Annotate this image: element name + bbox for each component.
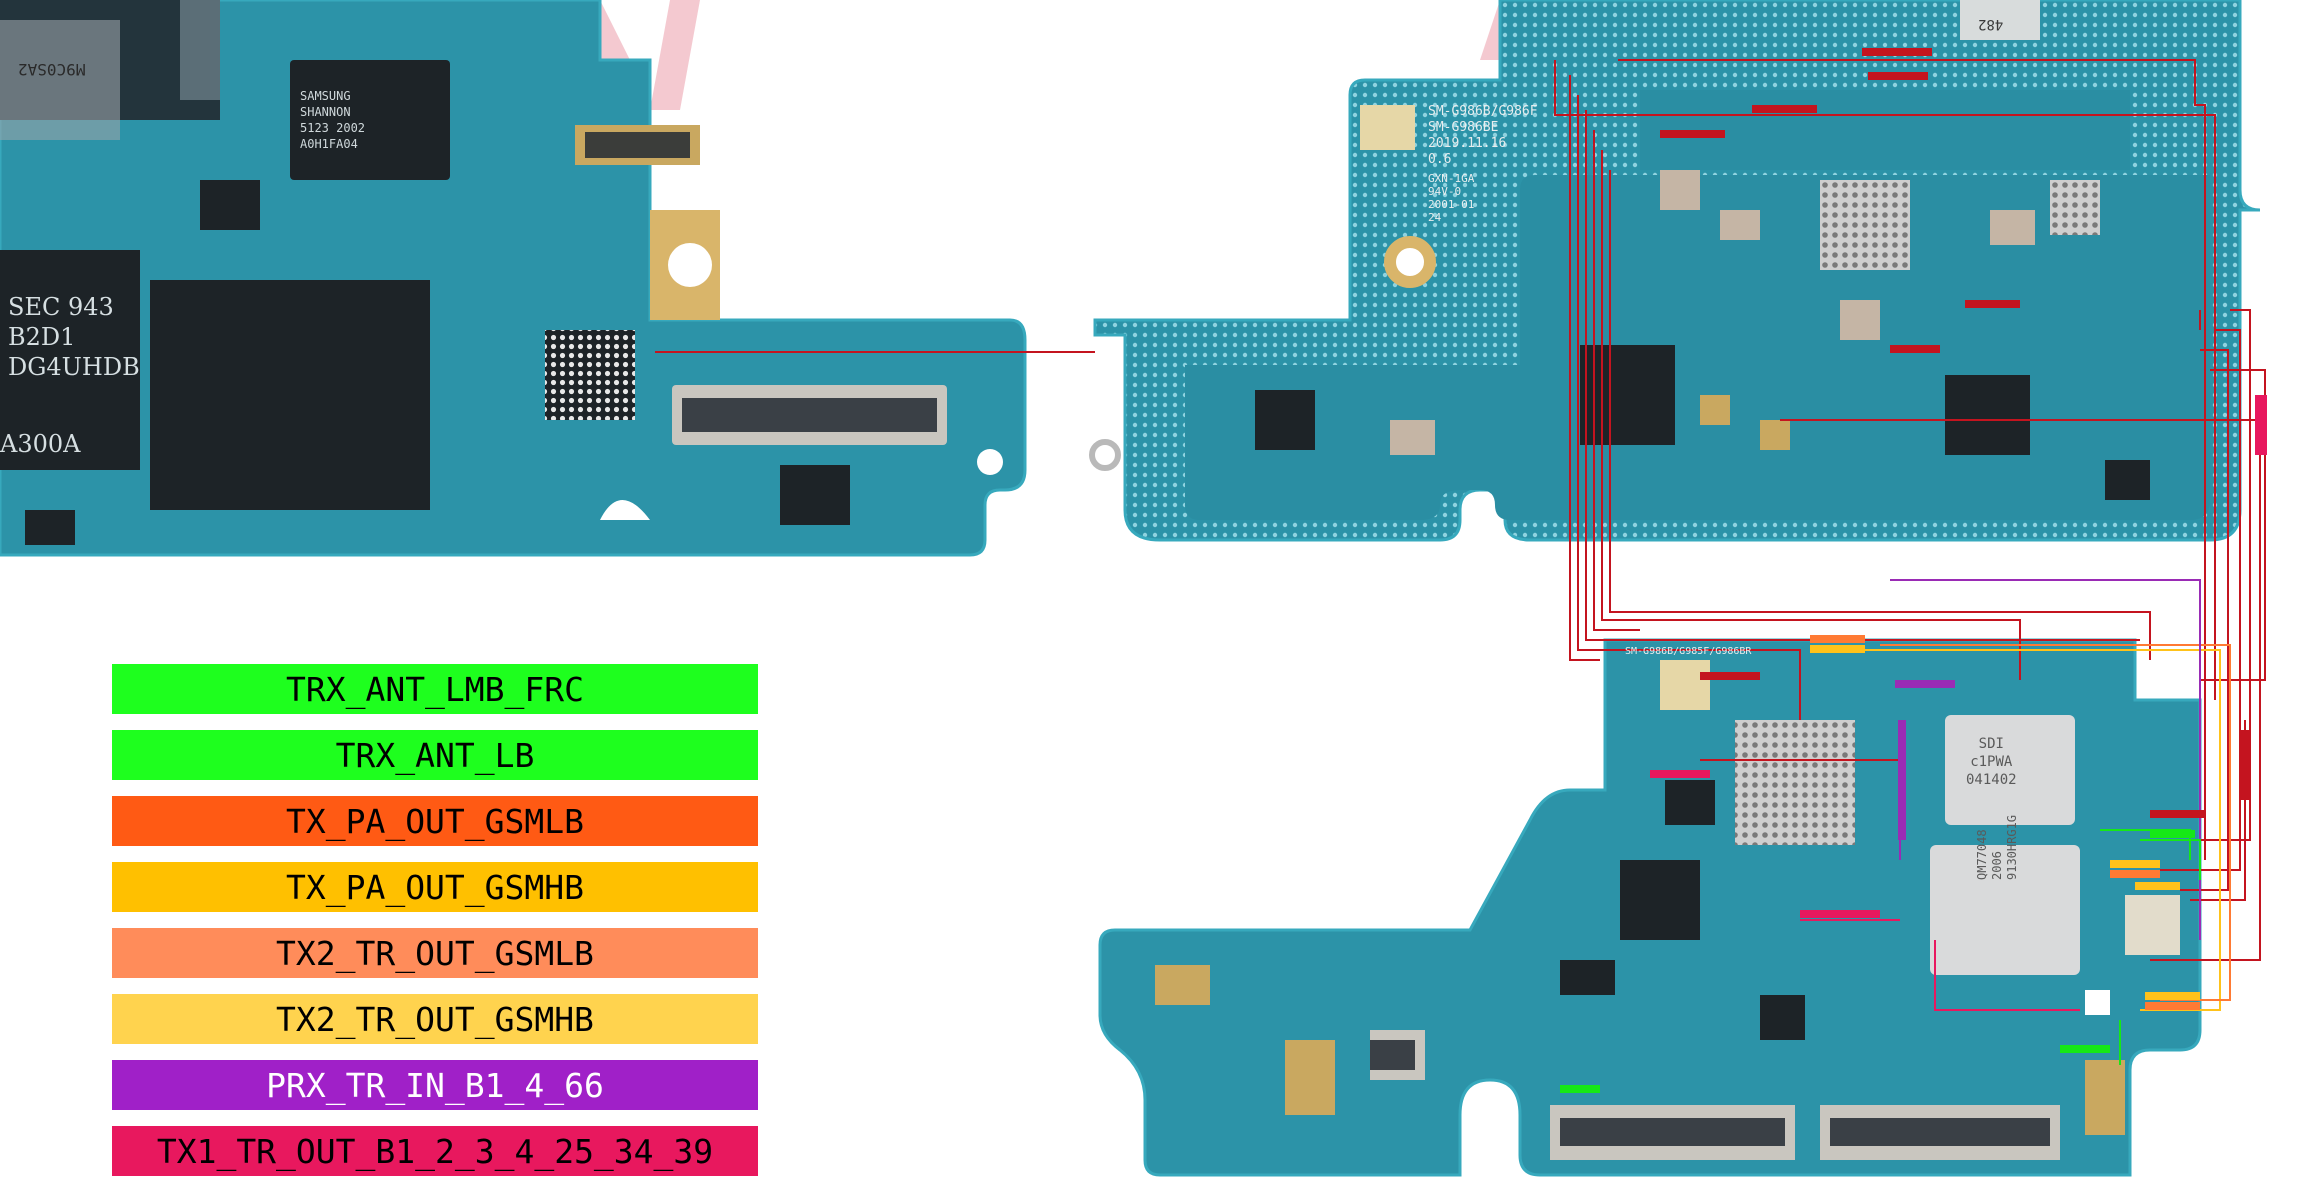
legend-item: TX2_TR_OUT_GSMHB bbox=[112, 994, 758, 1044]
legend-item: TRX_ANT_LB bbox=[112, 730, 758, 780]
legend-label: TX2_TR_OUT_GSMLB bbox=[276, 933, 594, 973]
signal-legend: TRX_ANT_LMB_FRC TRX_ANT_LB TX_PA_OUT_GSM… bbox=[112, 664, 758, 1192]
legend-item: TX_PA_OUT_GSMHB bbox=[112, 862, 758, 912]
board-top-right bbox=[1089, 0, 2261, 542]
board-bottom-right bbox=[1098, 638, 2202, 1177]
board-top-left bbox=[0, 0, 1027, 557]
legend-item: PRX_TR_IN_B1_4_66 bbox=[112, 1060, 758, 1110]
legend-item: TX2_TR_OUT_GSMLB bbox=[112, 928, 758, 978]
legend-item: TX1_TR_OUT_B1_2_3_4_25_34_39 bbox=[112, 1126, 758, 1176]
net-label-tags bbox=[1560, 48, 2267, 1093]
signal-traces bbox=[1554, 59, 2266, 1065]
legend-label: TRX_ANT_LMB_FRC bbox=[285, 669, 584, 709]
legend-label: TRX_ANT_LB bbox=[335, 735, 535, 775]
legend-label: TX2_TR_OUT_GSMHB bbox=[276, 999, 594, 1039]
legend-label: TX_PA_OUT_GSMLB bbox=[285, 801, 584, 841]
legend-item: TRX_ANT_LMB_FRC bbox=[112, 664, 758, 714]
legend-item: TX_PA_OUT_GSMLB bbox=[112, 796, 758, 846]
legend-label: PRX_TR_IN_B1_4_66 bbox=[266, 1065, 604, 1105]
legend-label: TX_PA_OUT_GSMHB bbox=[285, 867, 584, 907]
legend-label: TX1_TR_OUT_B1_2_3_4_25_34_39 bbox=[156, 1131, 714, 1171]
